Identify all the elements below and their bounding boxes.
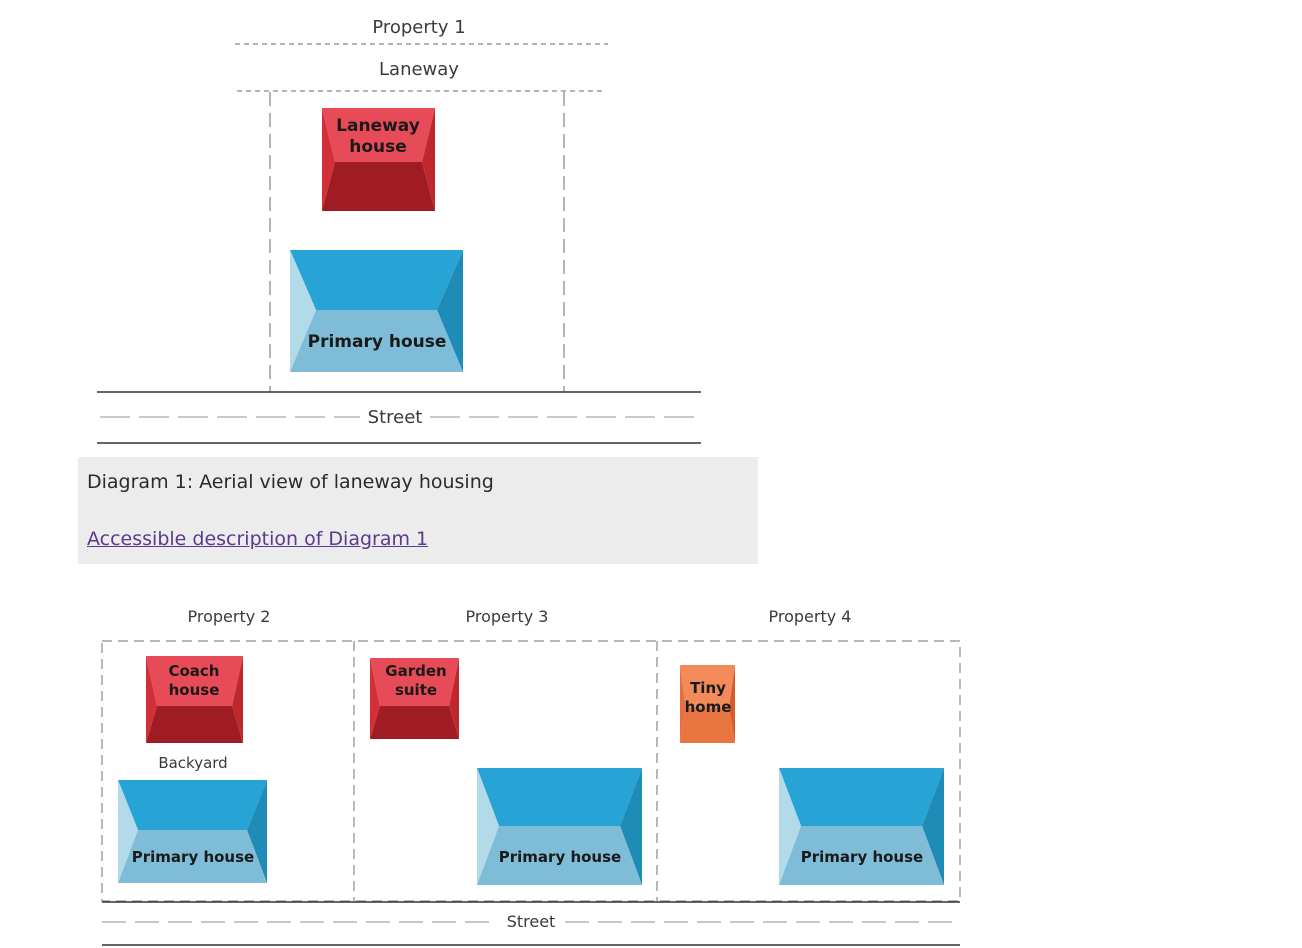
garden-suite: Garden suite: [370, 658, 459, 739]
caption-title: Diagram 1: Aerial view of laneway housin…: [87, 471, 494, 493]
primary-house-property-4: Primary house: [779, 768, 944, 885]
tiny-home: Tiny home: [680, 665, 735, 743]
street-1-label: Street: [368, 407, 423, 428]
tiny-home-label-line2: home: [685, 698, 732, 716]
property-3-label: Property 3: [466, 607, 549, 626]
backyard-label: Backyard: [158, 754, 227, 772]
laneway-label: Laneway: [379, 59, 459, 80]
property-2-label: Property 2: [188, 607, 271, 626]
street-2-label: Street: [507, 912, 556, 931]
garden-suite-label-line1: Garden: [385, 662, 446, 680]
coach-house-label-line2: house: [169, 681, 220, 699]
coach-house-label-line1: Coach: [168, 662, 219, 680]
laneway-house-label-line1: Laneway: [336, 116, 420, 136]
primary-house-property-2: Primary house: [118, 780, 267, 883]
street-1: Street: [97, 391, 701, 444]
primary-house-property-3-label: Primary house: [499, 848, 621, 866]
primary-house-label: Primary house: [308, 332, 447, 352]
primary-house-property-2-label: Primary house: [132, 848, 254, 866]
property-4-label: Property 4: [769, 607, 852, 626]
garden-suite-label-line2: suite: [395, 681, 437, 699]
properties-boundary: [101, 640, 961, 902]
primary-house-property-4-label: Primary house: [801, 848, 923, 866]
diagram-1-caption: Diagram 1: Aerial view of laneway housin…: [78, 457, 758, 564]
diagram-1: Property 1 Laneway Laneway house Primary…: [97, 17, 701, 444]
laneway-house-label-line2: house: [349, 137, 407, 157]
property-1-label: Property 1: [372, 17, 465, 38]
street-2: Street: [102, 901, 960, 946]
accessible-description-link[interactable]: Accessible description of Diagram 1: [87, 528, 429, 550]
laneway-house: Laneway house: [322, 108, 435, 211]
diagram-2: Property 2 Property 3 Property 4 Coach h…: [101, 607, 961, 946]
coach-house: Coach house: [146, 656, 243, 743]
primary-house-property-3: Primary house: [477, 768, 642, 885]
primary-house: Primary house: [290, 250, 463, 372]
tiny-home-label-line1: Tiny: [690, 679, 726, 697]
